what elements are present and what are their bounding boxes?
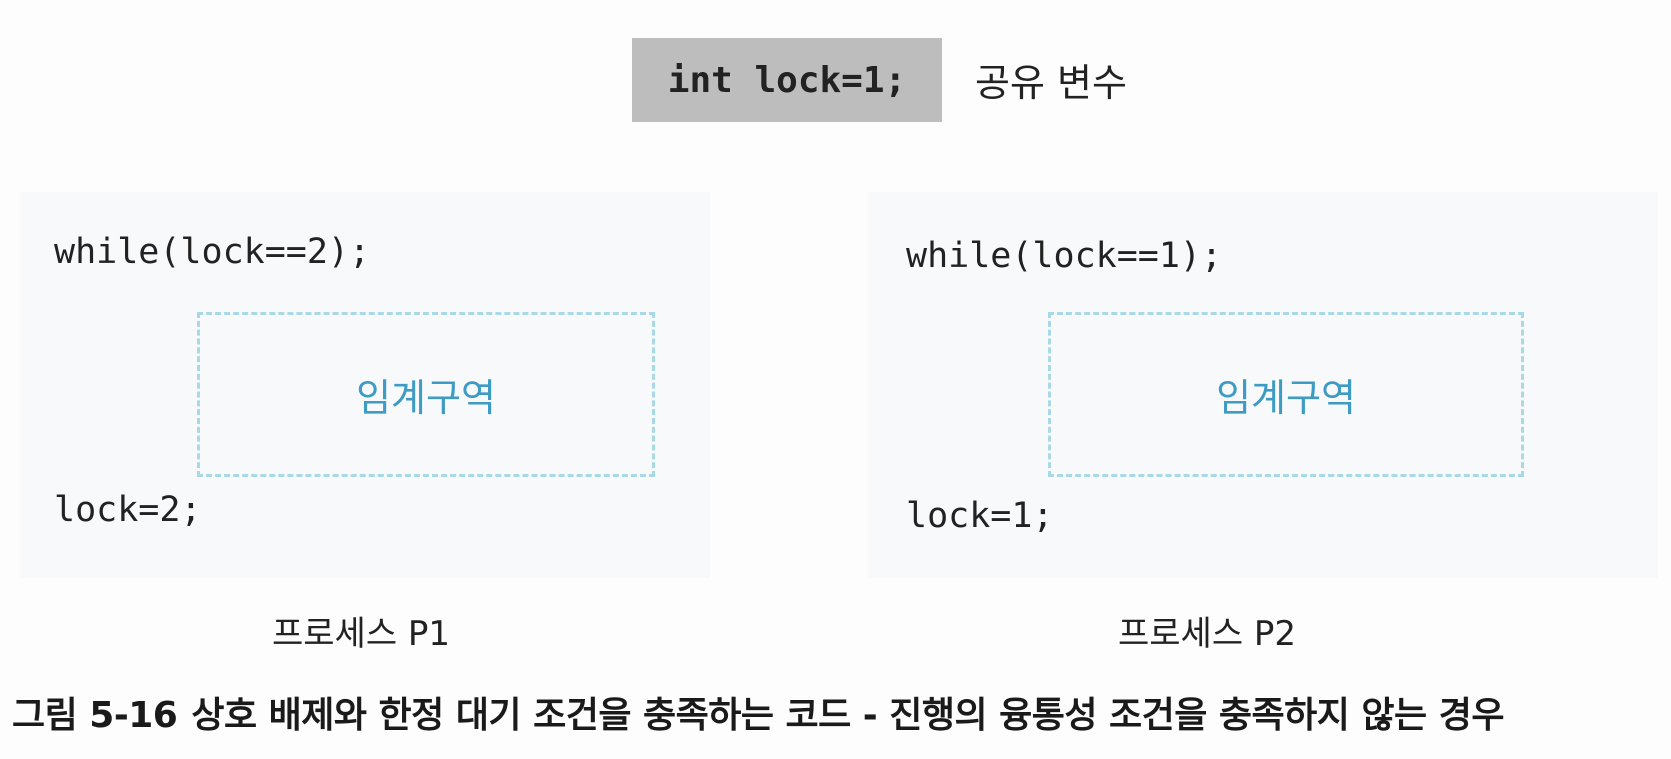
process-p2-panel <box>868 192 1658 578</box>
p2-process-label: 프로세스 P2 <box>1118 614 1297 654</box>
shared-variable-code: int lock=1; <box>667 59 907 101</box>
p1-exit-code: lock=2; <box>54 490 202 530</box>
p1-entry-code: while(lock==2); <box>54 232 371 272</box>
p2-exit-code: lock=1; <box>906 496 1054 536</box>
process-p1-panel <box>20 192 710 578</box>
p1-process-label: 프로세스 P1 <box>272 614 451 654</box>
p1-critical-section-label: 임계구역 <box>356 376 496 420</box>
figure-caption-text: 상호 배제와 한정 대기 조건을 충족하는 코드 - 진행의 융통성 조건을 충… <box>191 695 1504 736</box>
p2-critical-section: 임계구역 <box>1048 312 1524 477</box>
figure-caption: 그림 5-16 상호 배제와 한정 대기 조건을 충족하는 코드 - 진행의 융통… <box>12 686 1504 738</box>
p2-entry-code: while(lock==1); <box>906 236 1223 276</box>
p2-critical-section-label: 임계구역 <box>1216 376 1356 420</box>
shared-variable-box: int lock=1; <box>632 38 942 122</box>
shared-variable-label: 공유 변수 <box>975 61 1127 105</box>
p1-critical-section: 임계구역 <box>197 312 655 477</box>
figure-number: 그림 5-16 <box>12 695 178 736</box>
